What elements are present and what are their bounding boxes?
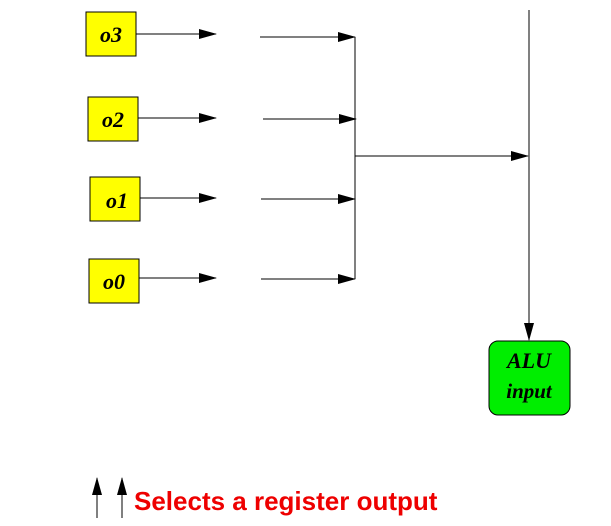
register-o1: o1 [89, 176, 141, 222]
register-o0: o0 [88, 258, 140, 304]
caption-text: Selects a register output [134, 486, 438, 516]
register-o0-box [88, 258, 140, 304]
register-o3-label: o3 [100, 22, 122, 47]
register-o2-label: o2 [102, 107, 124, 132]
register-o2-box [87, 96, 139, 142]
register-o2: o2 [87, 96, 139, 142]
register-o1-label: o1 [106, 188, 128, 213]
register-o1-box [89, 176, 141, 222]
alu-label: ALU [505, 348, 552, 373]
register-o0-label: o0 [103, 269, 125, 294]
alu-input-label: input [506, 379, 553, 403]
register-o3: o3 [85, 11, 137, 57]
alu-input-box [488, 340, 571, 416]
register-o3-box [85, 11, 137, 57]
alu-input-block: ALU input [488, 340, 571, 416]
